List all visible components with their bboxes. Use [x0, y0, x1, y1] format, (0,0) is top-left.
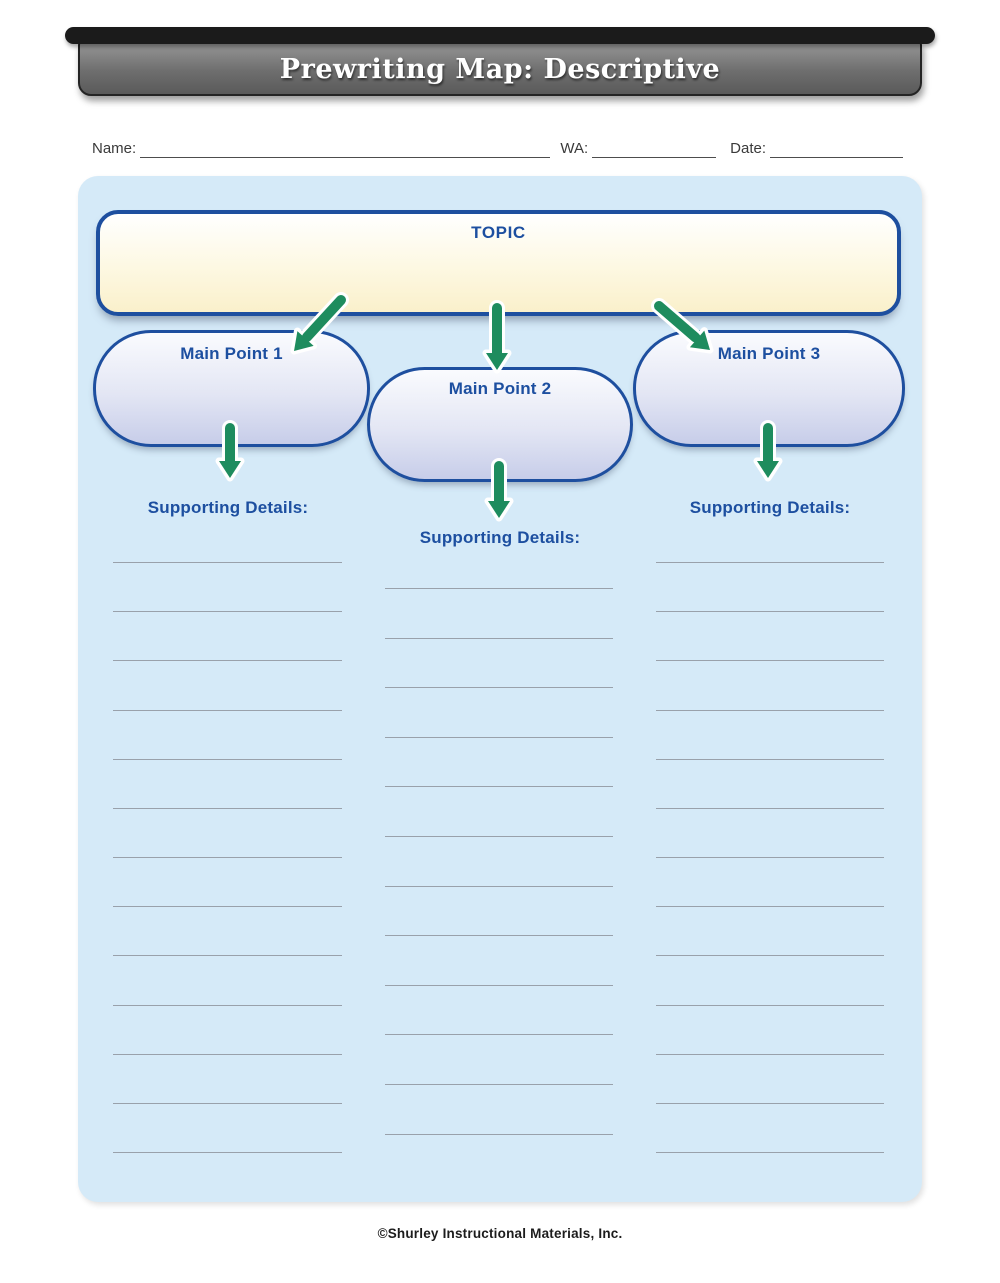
writing-line — [385, 687, 613, 689]
main-point-1-label: Main Point 1 — [180, 344, 283, 363]
writing-line — [113, 906, 342, 908]
writing-line — [656, 611, 884, 613]
writing-line — [113, 1152, 342, 1154]
topic-box: TOPIC — [96, 210, 901, 316]
writing-line — [385, 786, 613, 788]
writing-line — [656, 1152, 884, 1154]
date-label: Date: — [730, 140, 766, 157]
writing-line — [385, 984, 613, 986]
writing-line — [113, 660, 342, 662]
writing-line — [656, 562, 884, 563]
writing-line — [113, 562, 342, 563]
page-title: Prewriting Map: Descriptive — [279, 54, 721, 85]
main-point-1-bubble: Main Point 1 — [93, 330, 370, 447]
writing-line — [385, 1034, 613, 1036]
writing-line — [656, 857, 884, 859]
date-line — [770, 142, 903, 158]
main-point-2-label: Main Point 2 — [448, 379, 552, 398]
footer-copyright: ©Shurley Instructional Materials, Inc. — [377, 1226, 623, 1241]
writing-line — [656, 1102, 884, 1104]
wa-label: WA: — [560, 140, 589, 157]
writing-line — [385, 588, 613, 589]
writing-line — [385, 736, 613, 738]
writing-line — [656, 1053, 884, 1055]
writing-line — [113, 955, 342, 957]
details-lines-3 — [656, 562, 884, 1162]
banner-top-bar — [65, 27, 935, 44]
name-row: Name: WA: Date: — [92, 138, 903, 158]
arrow-topic-to-main-point-2 — [482, 300, 512, 374]
writing-line — [113, 758, 342, 760]
writing-line — [656, 955, 884, 957]
main-point-3-label: Main Point 3 — [717, 344, 821, 363]
writing-line — [113, 709, 342, 711]
writing-line — [656, 660, 884, 662]
map-panel: TOPIC Main Point 1 Main Point 2 Main Poi… — [78, 176, 922, 1202]
writing-line — [113, 1053, 342, 1055]
name-label: Name: — [92, 140, 137, 157]
writing-line — [385, 1084, 613, 1085]
name-line — [140, 142, 551, 158]
supporting-details-label-1: Supporting Details: — [147, 498, 309, 517]
writing-line — [656, 1004, 884, 1006]
main-point-2-bubble: Main Point 2 — [367, 367, 633, 482]
wa-line — [592, 142, 717, 158]
topic-label: TOPIC — [471, 223, 526, 242]
writing-line — [113, 857, 342, 859]
writing-line — [385, 1133, 613, 1135]
details-lines-2 — [385, 588, 613, 1148]
writing-line — [656, 807, 884, 809]
writing-line — [385, 885, 613, 887]
details-lines-1 — [113, 562, 342, 1162]
writing-line — [385, 836, 613, 837]
title-banner: Prewriting Map: Descriptive — [78, 41, 922, 96]
writing-line — [113, 611, 342, 613]
writing-line — [385, 935, 613, 937]
supporting-details-label-3: Supporting Details: — [689, 498, 851, 517]
writing-line — [656, 906, 884, 908]
main-point-3-bubble: Main Point 3 — [633, 330, 905, 447]
writing-line — [385, 637, 613, 639]
writing-line — [113, 1102, 342, 1104]
writing-line — [656, 709, 884, 711]
writing-line — [113, 1004, 342, 1006]
writing-line — [656, 758, 884, 760]
writing-line — [113, 807, 342, 809]
supporting-details-label-2: Supporting Details: — [419, 528, 581, 547]
